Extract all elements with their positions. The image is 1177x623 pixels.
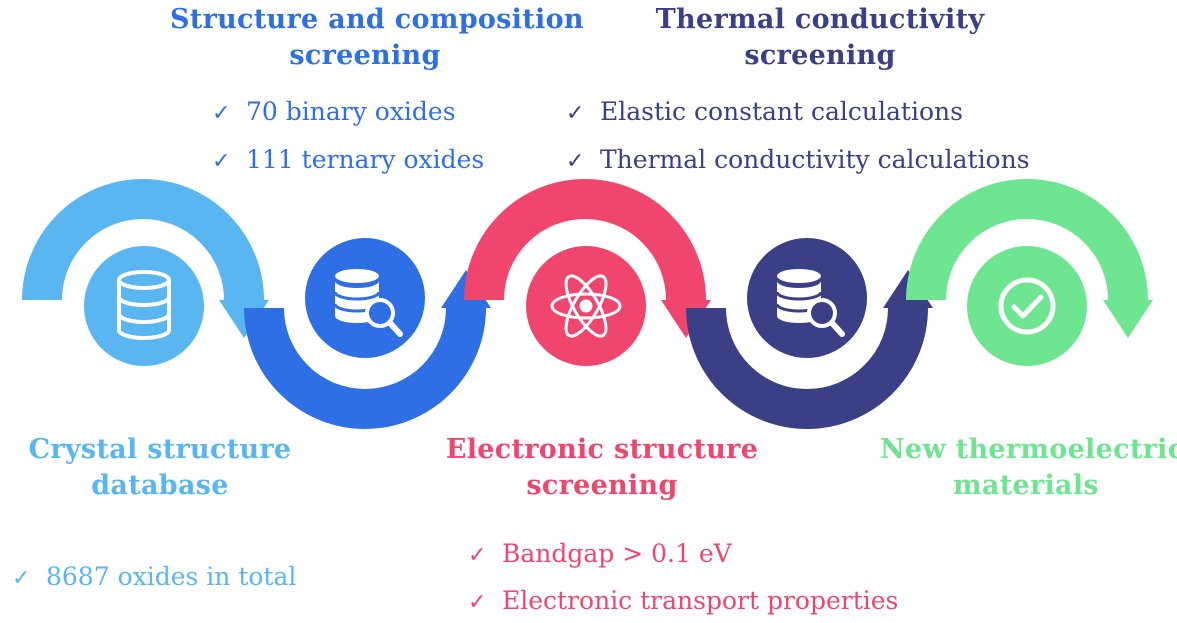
stage-item-thermal-1: ✓ Elastic constant calculations	[566, 96, 963, 130]
database-search-icon	[333, 269, 403, 337]
stage-item-text: Bandgap > 0.1 eV	[502, 539, 732, 568]
stage-item-thermal-2: ✓ Thermal conductivity calculations	[566, 144, 1030, 178]
atom-icon	[550, 274, 622, 338]
database-icon	[117, 270, 171, 340]
stage-title-new: New thermoelectric materials	[880, 432, 1177, 504]
stage-title-structure: Structure and composition screening	[170, 2, 584, 74]
check-icon: ✓	[212, 101, 231, 126]
check-icon: ✓	[12, 566, 31, 591]
stage-item-crystal-1: ✓ 8687 oxides in total	[12, 561, 296, 595]
stage-title-line: screening	[289, 40, 441, 71]
check-icon: ✓	[566, 149, 585, 174]
stage-item-text: 8687 oxides in total	[46, 562, 297, 591]
stage-title-line: screening	[526, 470, 678, 501]
stage-item-text: Thermal conductivity calculations	[600, 145, 1030, 174]
stage-title-crystal: Crystal structure database	[10, 432, 310, 504]
check-icon: ✓	[566, 101, 585, 126]
stage-item-electronic-2: ✓ Electronic transport properties	[468, 585, 898, 619]
stage-title-line: Crystal structure	[28, 434, 292, 465]
check-icon: ✓	[212, 149, 231, 174]
stage-item-text: Electronic transport properties	[502, 586, 899, 615]
stage-title-line: Thermal conductivity	[655, 4, 985, 35]
database-search-icon	[775, 269, 845, 337]
stage-title-line: database	[91, 470, 229, 501]
flow-arrow-new	[906, 179, 1153, 338]
stage-title-thermal: Thermal conductivity screening	[640, 2, 1000, 74]
stage-circle-crystal	[84, 246, 204, 366]
stage-item-text: Elastic constant calculations	[600, 97, 963, 126]
stage-title-line: materials	[953, 470, 1099, 501]
stage-title-line: Electronic structure	[445, 434, 759, 465]
stage-circle-thermal	[747, 238, 867, 358]
stage-item-electronic-1: ✓ Bandgap > 0.1 eV	[468, 538, 732, 572]
stage-title-line: Structure and composition	[170, 4, 584, 35]
stage-title-line: screening	[744, 40, 896, 71]
stage-circle-electronic	[526, 246, 646, 366]
stage-title-line: New thermoelectric	[880, 434, 1177, 465]
check-icon: ✓	[468, 543, 487, 568]
stage-item-structure-2: ✓ 111 ternary oxides	[212, 144, 484, 178]
check-circle-icon	[998, 277, 1056, 335]
stage-circle-new	[967, 246, 1087, 366]
check-icon: ✓	[468, 590, 487, 615]
stage-item-text: 111 ternary oxides	[246, 145, 485, 174]
stage-item-text: 70 binary oxides	[246, 97, 456, 126]
stage-circle-structure	[305, 238, 425, 358]
stage-item-structure-1: ✓ 70 binary oxides	[212, 96, 456, 130]
stage-title-electronic: Electronic structure screening	[432, 432, 772, 504]
